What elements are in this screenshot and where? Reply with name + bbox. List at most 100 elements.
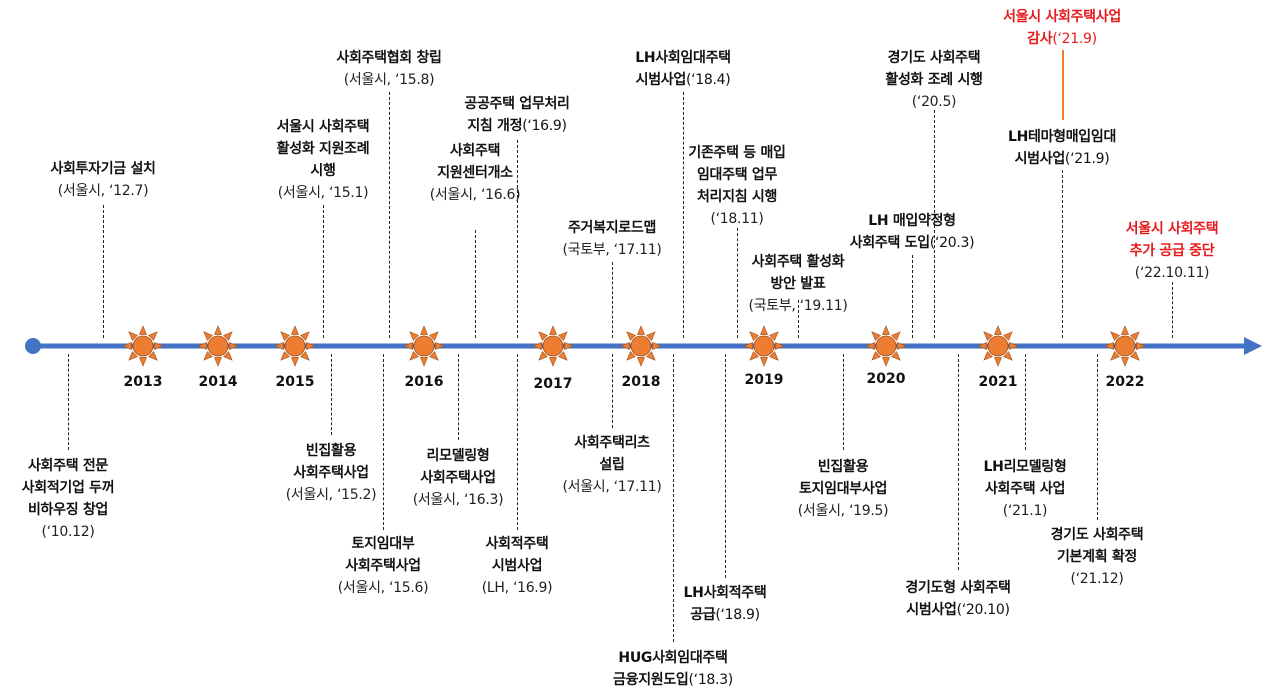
event-line: 서울시 사회주택 bbox=[277, 116, 370, 138]
event-title: 시범사업 bbox=[635, 72, 687, 88]
event-title: LH 매입약정형 bbox=[868, 213, 956, 229]
event-date: (‘20.3) bbox=[929, 235, 975, 251]
event-source-date: (서울시, ‘16.6) bbox=[429, 187, 521, 203]
event-source-date: (‘20.5) bbox=[911, 94, 957, 110]
event-date: (‘18.3) bbox=[688, 672, 734, 688]
connector-line bbox=[725, 354, 726, 578]
connector-line bbox=[1097, 354, 1098, 520]
event-title: 공급 bbox=[690, 607, 716, 623]
event-source-date: (‘18.11) bbox=[710, 211, 764, 227]
event-title: 사회적주택 bbox=[485, 536, 549, 552]
event-title: 비하우징 창업 bbox=[27, 502, 109, 518]
event-line: 사회주택 bbox=[430, 140, 521, 162]
event-title: LH리모델링형 bbox=[983, 459, 1067, 475]
event-line: 금융지원도입(‘18.3) bbox=[613, 669, 733, 691]
event-line: 기존주택 등 매입 bbox=[688, 142, 786, 164]
event-title: 빈집활용 bbox=[305, 443, 357, 459]
start-dot bbox=[25, 338, 41, 354]
event-title: 공공주택 업무처리 bbox=[464, 96, 570, 112]
connector-line bbox=[517, 354, 518, 530]
event-line: 빈집활용 bbox=[798, 456, 889, 478]
event-line: 경기도형 사회주택 bbox=[905, 577, 1011, 599]
connector-line bbox=[683, 92, 684, 338]
event-line: 시범사업(‘20.10) bbox=[905, 599, 1010, 621]
event-line: 방안 발표 bbox=[748, 273, 847, 295]
connector-line bbox=[934, 110, 935, 338]
event-title: 경기도형 사회주택 bbox=[905, 580, 1011, 596]
event-title: 시범사업 bbox=[491, 558, 543, 574]
event-title: 처리지침 시행 bbox=[696, 189, 778, 205]
event-line: 사회주택사업 bbox=[338, 555, 429, 577]
event-source-date: (서울시, ‘15.8) bbox=[343, 72, 435, 88]
event-source-date: (서울시, ‘19.5) bbox=[797, 503, 889, 519]
event-title: 서울시 사회주택 bbox=[276, 119, 370, 135]
event-title: 감사 bbox=[1027, 31, 1053, 47]
connector-line bbox=[958, 354, 959, 570]
event-line: 사회주택리츠 bbox=[562, 432, 661, 454]
connector-line bbox=[1062, 50, 1064, 120]
connector-line bbox=[612, 354, 613, 428]
sun-icon bbox=[977, 325, 1019, 367]
event-title: 방안 발표 bbox=[770, 276, 826, 292]
connector-line bbox=[331, 354, 332, 435]
year-label: 2020 bbox=[866, 371, 906, 387]
event-title: 시범사업 bbox=[1014, 151, 1066, 167]
event-title: 활성화 조례 시행 bbox=[885, 72, 983, 88]
event-title: LH테마형매입임대 bbox=[1007, 129, 1117, 145]
event-title: 금융지원도입 bbox=[613, 672, 689, 688]
event-title: 기존주택 등 매입 bbox=[688, 145, 786, 161]
event-line: 사회투자기금 설치 bbox=[50, 158, 156, 180]
event-source-date: (서울시, ‘16.3) bbox=[412, 492, 504, 508]
event-date: (‘18.4) bbox=[685, 72, 731, 88]
event-date: (‘21.9) bbox=[1064, 151, 1110, 167]
event-line: HUG사회임대주택 bbox=[613, 647, 733, 669]
event-line: 사회주택사업 bbox=[286, 462, 377, 484]
event-title: 사회주택사업 bbox=[345, 558, 421, 574]
event-title: 토지임대부 bbox=[351, 536, 415, 552]
event-title: 사회주택 사업 bbox=[984, 481, 1066, 497]
connector-line bbox=[737, 228, 738, 338]
event-line: LH리모델링형 bbox=[984, 456, 1067, 478]
event-title: HUG사회임대주택 bbox=[618, 650, 728, 666]
event-line: 시범사업(‘21.9) bbox=[1008, 148, 1116, 170]
event-line: LH 매입약정형 bbox=[850, 210, 975, 232]
sun-icon bbox=[403, 325, 445, 367]
event-line: 주거복지로드맵 bbox=[562, 217, 661, 239]
event-title: 사회투자기금 설치 bbox=[50, 161, 156, 177]
connector-line bbox=[475, 230, 476, 338]
event-line: 사회주택협회 창립 bbox=[336, 47, 442, 69]
event-source-date: (서울시, ‘17.11) bbox=[562, 479, 662, 495]
event-line: 공공주택 업무처리 bbox=[464, 93, 570, 115]
event-title: 지침 개정 bbox=[467, 118, 523, 134]
event-line: 경기도 사회주택 bbox=[1051, 524, 1144, 546]
event-line: 토지임대부사업 bbox=[798, 478, 889, 500]
event-title: 시행 bbox=[310, 163, 336, 179]
event-title: 경기도 사회주택 bbox=[1050, 527, 1144, 543]
year-label: 2016 bbox=[404, 374, 444, 390]
event-title: 주거복지로드맵 bbox=[567, 220, 657, 236]
event-title: 사회주택 도입 bbox=[849, 235, 930, 251]
event-title: 사회주택협회 창립 bbox=[336, 50, 442, 66]
connector-line bbox=[843, 354, 844, 450]
sun-icon bbox=[743, 325, 785, 367]
event-source-date: (서울시, ‘12.7) bbox=[57, 183, 149, 199]
event-source-date: (‘10.12) bbox=[41, 524, 95, 540]
event-line: 지침 개정(‘16.9) bbox=[464, 115, 569, 137]
event-title: 서울시 사회주택사업 bbox=[1003, 9, 1121, 25]
event-line: 서울시 사회주택사업 bbox=[1003, 6, 1121, 28]
event-title: 사회주택 활성화 bbox=[751, 254, 845, 270]
event-title: 경기도 사회주택 bbox=[887, 50, 981, 66]
year-label: 2022 bbox=[1105, 374, 1145, 390]
